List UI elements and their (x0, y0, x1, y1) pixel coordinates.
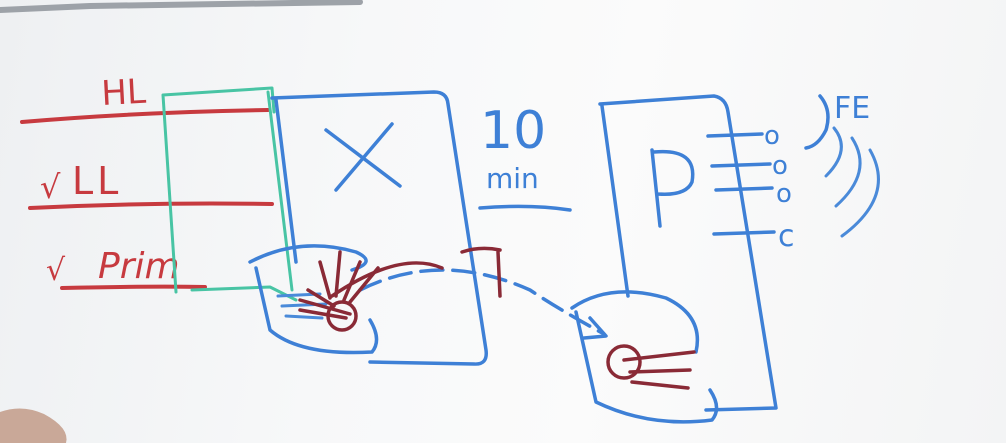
box-p-outline (598, 94, 778, 412)
p-cylinder-body (574, 310, 719, 424)
green-bracket (161, 86, 298, 302)
interval-unit: min (486, 162, 539, 195)
ll-label: LL (72, 159, 122, 203)
bracket-outline (161, 86, 298, 302)
prim-label: Prim (98, 246, 180, 287)
ports-bracket (804, 94, 830, 150)
board-frame-edge (0, 0, 363, 13)
box-x-left-edge (274, 98, 298, 264)
arc-3 (840, 148, 880, 238)
p-cylinder-top (570, 290, 700, 354)
fe-label: FE (834, 91, 870, 126)
hl-line (20, 108, 270, 124)
port-label-1: o (764, 121, 780, 151)
port-label-3: o (776, 179, 792, 209)
box-p-left-edge (600, 104, 630, 298)
destination-node (606, 344, 642, 380)
t-mark (460, 246, 502, 298)
port-label-2: o (772, 151, 788, 181)
port-label-4: c (778, 219, 795, 254)
source-outflow (330, 261, 444, 298)
box-x-letter (324, 122, 402, 192)
destination-scribble (622, 350, 696, 390)
arc-1 (824, 126, 843, 178)
transfer-arrowhead (582, 316, 608, 340)
ll-line (28, 201, 274, 210)
box-x-outline (270, 90, 488, 366)
transfer-path (358, 268, 606, 336)
box-p: P o o o c FE (0, 0, 880, 424)
source-strokes (318, 250, 380, 304)
box-p-letter (650, 148, 695, 228)
box-x: X (248, 90, 488, 366)
cache-levels: HL √ LL √ Prim (20, 72, 274, 290)
transfer-marks (298, 246, 696, 390)
prim-line (60, 284, 207, 290)
prim-check-mark: √ (46, 253, 66, 288)
bracket-inner-line (266, 90, 294, 292)
presenter-hand (0, 408, 67, 443)
x-cylinder-top (248, 244, 368, 272)
box-p-ports (706, 132, 776, 236)
box-p-label: P (0, 0, 1, 1)
x-cylinder-body (254, 266, 379, 355)
interval-number: 10 (480, 101, 546, 161)
interval-note: 10 min (478, 101, 572, 212)
arc-2 (834, 136, 862, 208)
source-scribble (298, 288, 352, 320)
ll-check-mark: √ (40, 168, 61, 206)
interval-underline (478, 204, 572, 212)
hl-label: HL (100, 72, 147, 114)
